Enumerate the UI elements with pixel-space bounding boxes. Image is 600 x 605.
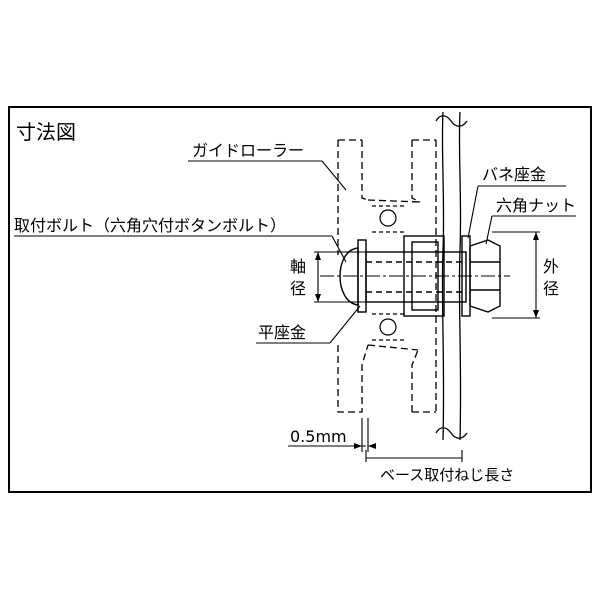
- mounting-bolt-label: 取付ボルト（六角穴付ボタンボルト）: [14, 216, 286, 235]
- bolt-assembly: [320, 235, 510, 317]
- bearing-balls: [372, 205, 406, 341]
- shaft-diameter-label-2: 径: [290, 279, 306, 298]
- base-thread-length-label: ベース取付ねじ長さ: [380, 466, 514, 484]
- outer-diameter-label-1: 外: [543, 257, 559, 276]
- base-plate: [435, 111, 468, 441]
- drawing-title: 寸法図: [16, 120, 76, 144]
- gap-label: 0.5mm: [290, 427, 347, 446]
- hex-nut-label: 六角ナット: [496, 196, 576, 215]
- leaders: [14, 160, 576, 462]
- arrowheads: [315, 232, 539, 449]
- spring-washer-label: バネ座金: [482, 165, 546, 184]
- flat-washer-label: 平座金: [258, 323, 306, 342]
- guide-roller-label: ガイドローラー: [192, 141, 304, 160]
- drawing-frame: [8, 106, 592, 493]
- outer-diameter-label-2: 径: [543, 279, 559, 298]
- shaft-diameter-label-1: 軸: [290, 257, 306, 276]
